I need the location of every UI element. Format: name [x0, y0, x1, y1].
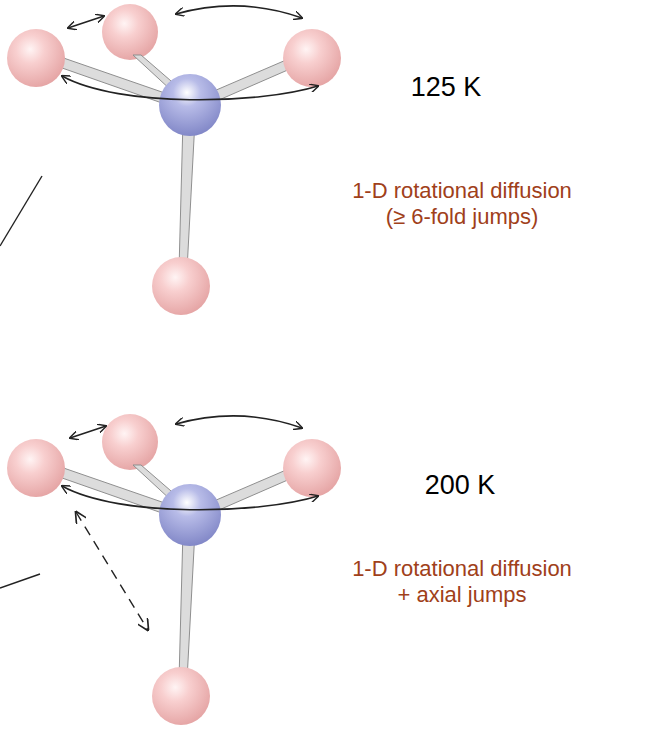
motion-description: 1-D rotational diffusion (≥ 6-fold jumps… — [346, 178, 578, 231]
motion-description: 1-D rotational diffusion + axial jumps — [346, 556, 578, 609]
temperature-label: 200 K — [425, 470, 496, 501]
temperature-label: 125 K — [411, 72, 482, 103]
